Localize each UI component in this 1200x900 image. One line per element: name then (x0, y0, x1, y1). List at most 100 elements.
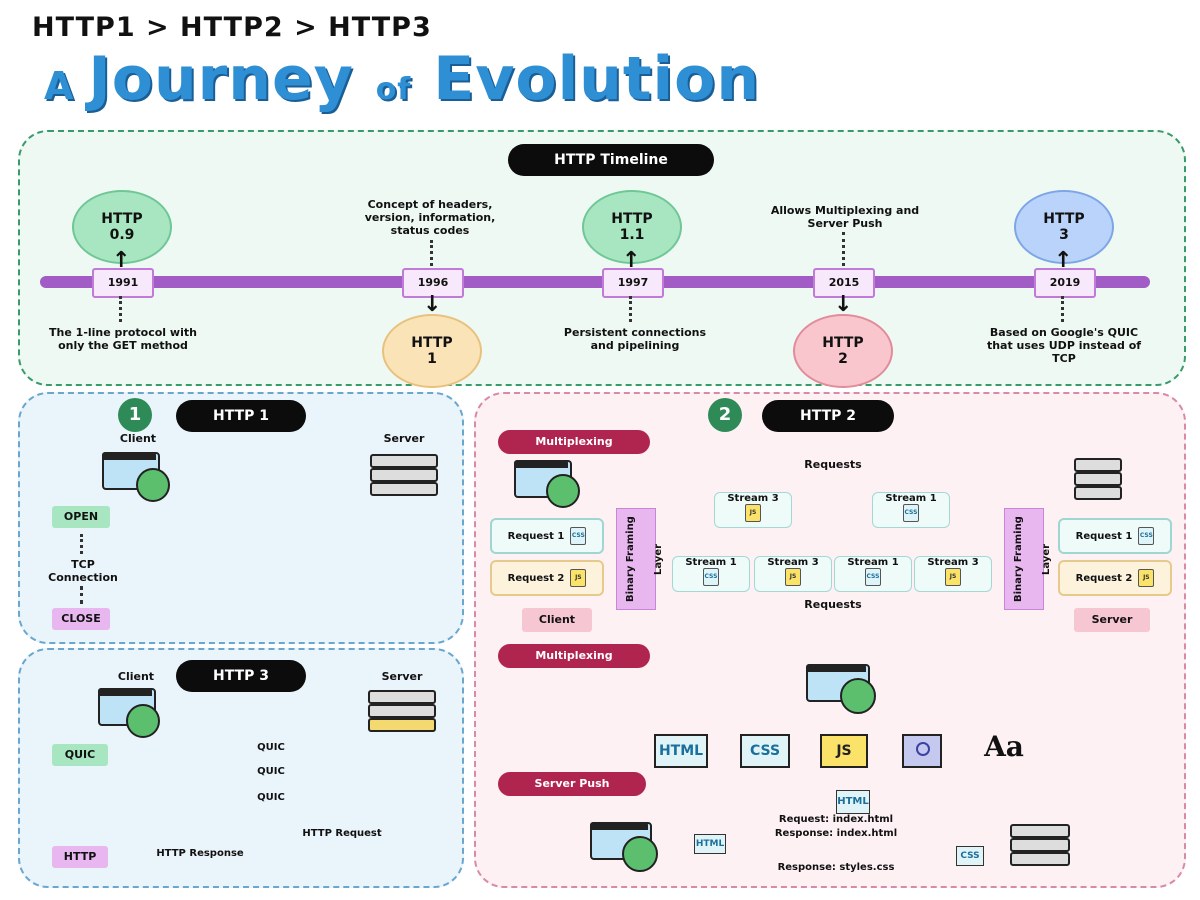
client-computer-icon (98, 688, 160, 738)
http1-client-label: Client (119, 432, 157, 445)
http2-panel (474, 392, 1186, 888)
client-computer-icon (590, 822, 668, 872)
note-1996: Concept of headers, version, information… (364, 198, 496, 237)
js-file-icon: JS (820, 734, 868, 768)
http2-version: 2 (838, 351, 848, 367)
http1-server-label: Server (383, 432, 425, 445)
requests-bottom-label: Requests (804, 598, 862, 611)
title-journey: Journey (88, 44, 354, 114)
arrow-down-icon: ↓ (423, 292, 442, 317)
timeline-bar (40, 276, 1150, 288)
dots-close (80, 586, 83, 604)
http1-title: HTTP 1 (176, 400, 306, 432)
server-icon (368, 690, 436, 732)
css-file-icon: CSS (865, 568, 881, 586)
stream-row-3: Stream 1 CSS (834, 556, 912, 592)
note-2019: Based on Google's QUIC that uses UDP ins… (986, 326, 1142, 365)
quic-label: QUIC (52, 744, 108, 766)
js-file-icon: JS (785, 568, 801, 586)
http09-version: 0.9 (109, 227, 135, 243)
http1-circle: HTTP 1 (382, 314, 482, 388)
font-file-icon: Aa (984, 730, 1024, 763)
html-file-icon: HTML (654, 734, 708, 768)
timeline-title: HTTP Timeline (508, 144, 714, 176)
client-label: Client (522, 608, 592, 632)
stream-1-top-label: Stream 1 (885, 493, 937, 504)
http1-version: 1 (427, 351, 437, 367)
dots-2019 (1061, 296, 1064, 322)
http09-label: HTTP (101, 211, 143, 227)
stream-row-2-label: Stream 3 (767, 557, 819, 568)
http1-label: HTTP (411, 335, 453, 351)
tcp-connection-label: TCP Connection (48, 558, 118, 584)
arrow-up-icon: ↑ (112, 248, 131, 273)
push-response-css-label: Response: styles.css (777, 862, 895, 873)
http-label: HTTP (52, 846, 108, 868)
arrow-down-icon: ↓ (834, 292, 853, 317)
js-file-icon: JS (570, 569, 587, 587)
push-request-label: Request: index.html (778, 814, 894, 825)
binary-framing-layer-server: Binary Framing Layer (1004, 508, 1052, 610)
client-computer-icon (102, 452, 170, 502)
stream-3-top-label: Stream 3 (727, 493, 779, 504)
stream-row-4: Stream 3 JS (914, 556, 992, 592)
http3-title: HTTP 3 (176, 660, 306, 692)
http-request-label: HTTP Request (302, 828, 382, 839)
title-evolution: Evolution (433, 44, 761, 114)
server-icon (1010, 824, 1070, 866)
note-1991: The 1-line protocol with only the GET me… (49, 326, 197, 352)
client-request-1-label: Request 1 (507, 530, 565, 542)
arrow-up-icon: ↑ (1054, 248, 1073, 273)
http2-label: HTTP (822, 335, 864, 351)
stream-row-1: Stream 1 CSS (672, 556, 750, 592)
http11-circle: HTTP 1.1 (582, 190, 682, 264)
http3-server-label: Server (381, 670, 423, 683)
client-computer-icon (806, 664, 884, 714)
js-file-icon: JS (945, 568, 961, 586)
server-push-section: Server Push (498, 772, 646, 796)
close-label: CLOSE (52, 608, 110, 630)
http-response-label: HTTP Response (156, 848, 244, 859)
dots-1997 (629, 296, 632, 322)
stream-row-4-label: Stream 3 (927, 557, 979, 568)
server-request-1-label: Request 1 (1075, 530, 1133, 542)
http11-label: HTTP (611, 211, 653, 227)
http3-client-label: Client (117, 670, 155, 683)
dots-1996 (430, 240, 433, 266)
http2-title: HTTP 2 (762, 400, 894, 432)
stream-row-3-label: Stream 1 (847, 557, 899, 568)
dots-open (80, 534, 83, 554)
quic-message-1: QUIC (257, 742, 285, 753)
http3-version: 3 (1059, 227, 1069, 243)
client-computer-icon (514, 460, 592, 508)
year-1991: 1991 (92, 268, 154, 298)
css-file-icon: CSS (956, 846, 984, 866)
title-of: of (375, 72, 412, 107)
multiplexing-section-2: Multiplexing (498, 644, 650, 668)
http1-badge: 1 (118, 398, 152, 432)
push-response-label: Response: index.html (774, 828, 898, 839)
server-label: Server (1074, 608, 1150, 632)
stream-row-2: Stream 3 JS (754, 556, 832, 592)
client-request-2: Request 2 JS (490, 560, 604, 596)
server-icon (1074, 458, 1122, 500)
dots-2015 (842, 232, 845, 266)
server-icon (370, 454, 438, 496)
http09-circle: HTTP 0.9 (72, 190, 172, 264)
css-file-icon: CSS (740, 734, 790, 768)
binary-framing-layer-client: Binary Framing Layer (616, 508, 664, 610)
client-request-2-label: Request 2 (507, 572, 565, 584)
versions-heading: HTTP1 > HTTP2 > HTTP3 (32, 12, 432, 43)
multiplexing-section-1: Multiplexing (498, 430, 650, 454)
open-label: OPEN (52, 506, 110, 528)
year-1997: 1997 (602, 268, 664, 298)
stream-3-top: Stream 3 JS (714, 492, 792, 528)
html-file-icon: HTML (694, 834, 726, 854)
stream-row-1-label: Stream 1 (685, 557, 737, 568)
http11-version: 1.1 (619, 227, 645, 243)
image-file-icon (902, 734, 942, 768)
js-file-icon: JS (745, 504, 761, 522)
